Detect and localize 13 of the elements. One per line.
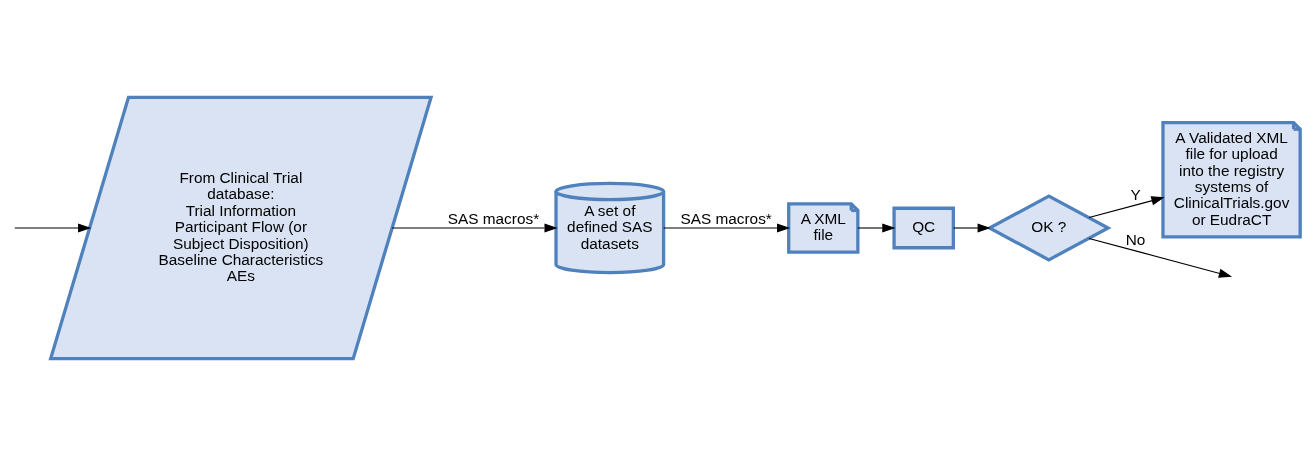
node-diamond: OK ? xyxy=(986,194,1112,262)
node-box: QC xyxy=(892,206,955,250)
arrow xyxy=(663,223,791,233)
edge-label: Y xyxy=(1130,185,1141,203)
edge-label: SAS macros* xyxy=(680,209,772,227)
edge-label: SAS macros* xyxy=(447,209,540,227)
edge-label: No xyxy=(1125,230,1146,248)
arrow xyxy=(1088,237,1232,278)
arrow xyxy=(391,223,558,233)
arrow xyxy=(857,223,896,233)
arrow xyxy=(1088,196,1165,219)
arrow xyxy=(953,223,991,233)
arrow xyxy=(14,223,92,233)
